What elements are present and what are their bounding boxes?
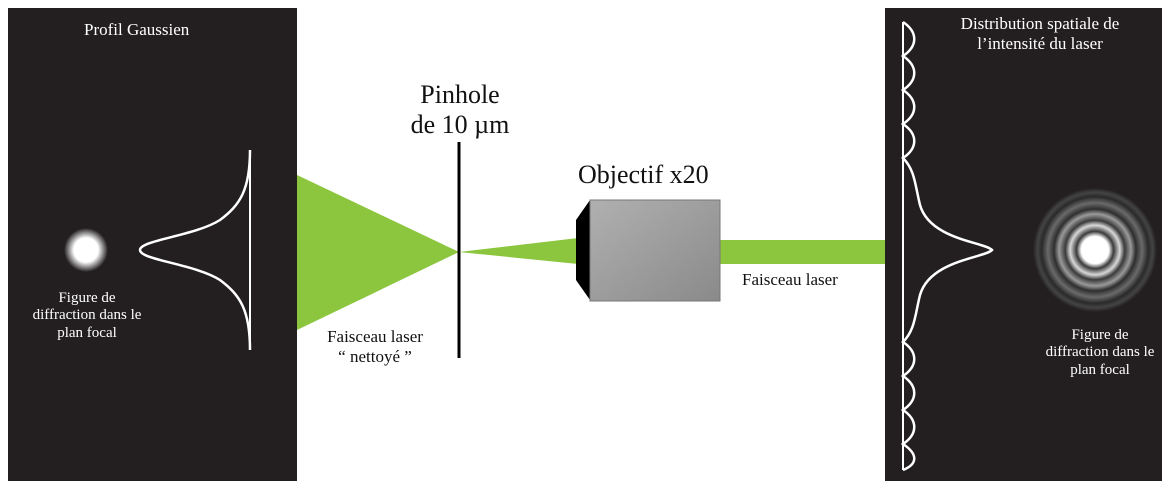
gaussian-profile-title: Profil Gaussien — [84, 20, 190, 39]
right-caption: Figure de diffraction dans le plan focal — [1030, 327, 1170, 379]
laser-beam — [720, 240, 885, 264]
gaussian-curve — [138, 149, 252, 351]
focused-beam — [459, 238, 578, 264]
pinhole-label-line-1: Pinhole — [420, 80, 500, 109]
objective-body — [589, 199, 721, 302]
left-caption-line-1: Figure de — [58, 290, 116, 306]
objective-tip — [576, 200, 590, 300]
cleaned-beam-label-line-1: Faisceau laser — [327, 327, 423, 346]
pinhole-label-line-2: de 10 µm — [410, 109, 510, 139]
left-caption: Figure de diffraction dans le plan focal — [22, 290, 152, 342]
right-panel-title: Distribution spatiale de l’intensité du … — [930, 14, 1150, 53]
airy-pattern — [1033, 188, 1157, 312]
gaussian-spot — [64, 228, 108, 272]
right-title-line-2: l’intensité du laser — [977, 33, 1103, 53]
cleaned-beam-label: Faisceau laser “ nettoyé ” — [305, 327, 445, 366]
left-caption-line-2: diffraction dans le — [32, 307, 142, 324]
right-caption-line-3: plan focal — [1070, 361, 1130, 378]
objective-label: Objectif x20 — [578, 160, 709, 189]
gaussian-profile-panel — [8, 8, 297, 481]
right-caption-line-2: diffraction dans le — [1045, 344, 1155, 361]
cleaned-beam-label-line-2: “ nettoyé ” — [338, 346, 412, 366]
beam-label: Faisceau laser — [742, 270, 838, 289]
left-caption-line-3: plan focal — [57, 324, 117, 341]
right-title-line-1: Distribution spatiale de — [960, 14, 1120, 33]
intensity-curve — [900, 20, 994, 472]
cleaned-beam-cone — [297, 175, 459, 330]
right-caption-line-1: Figure de — [1071, 327, 1129, 343]
pinhole-label: Pinhole de 10 µm — [400, 80, 520, 140]
